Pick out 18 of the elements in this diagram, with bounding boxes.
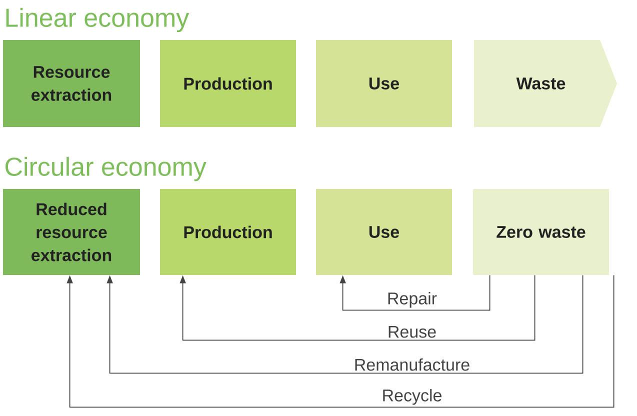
process-box: Production <box>160 189 296 275</box>
section-heading: Linear economy <box>6 8 190 32</box>
edge-label: Remanufacture <box>352 357 472 372</box>
arrow <box>340 274 490 311</box>
section-heading: Circular economy <box>6 156 206 182</box>
process-box: Use <box>316 189 452 275</box>
edge-label: Repair <box>386 290 438 309</box>
process-box: Production <box>160 40 296 127</box>
arrow <box>106 274 584 374</box>
process-box: Resource extraction <box>3 40 140 127</box>
arrow <box>180 274 536 341</box>
process-chevron: Waste <box>474 40 617 127</box>
arrow <box>66 274 614 408</box>
edge-label: Reuse <box>386 324 438 339</box>
process-box: Reduced resource extraction <box>3 189 140 275</box>
process-box: Use <box>316 40 452 127</box>
edge-label: Recycle <box>380 388 444 406</box>
process-box: Zero waste <box>473 189 609 275</box>
